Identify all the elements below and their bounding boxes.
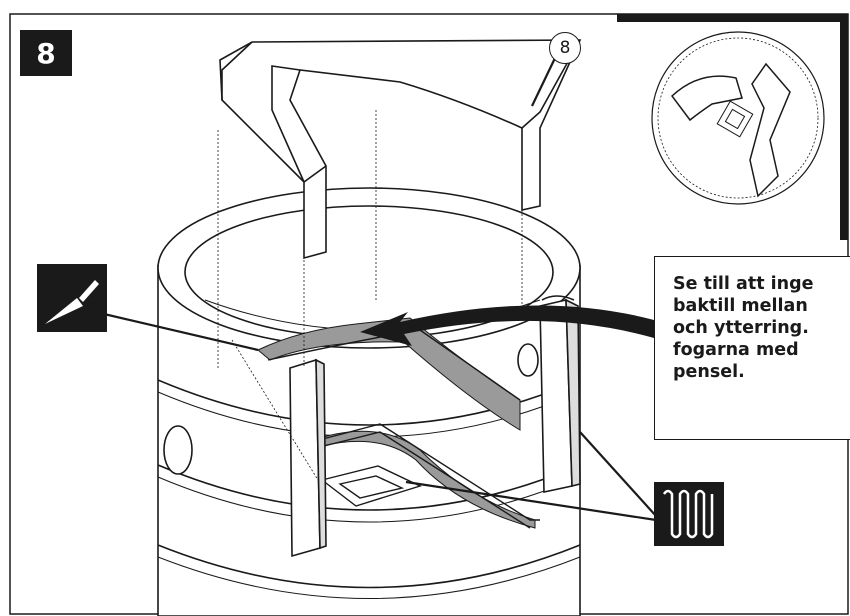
callout-arrow <box>360 305 654 346</box>
top-view-detail-icon <box>651 31 825 205</box>
trowel-icon <box>37 264 107 332</box>
callout-line-2: baktill mellan <box>673 296 808 316</box>
vertical-posts <box>289 295 581 558</box>
cap-piece <box>219 39 582 260</box>
step-number-badge: 8 <box>20 30 72 76</box>
joint-fill-icon <box>654 482 724 546</box>
top-ring <box>157 187 581 349</box>
callout-line-3: och ytterring. <box>673 318 809 338</box>
callout-line-1: Se till att inge <box>673 274 814 294</box>
callout-line-4: fogarna med <box>673 340 799 360</box>
part-number-label: 8 <box>549 32 581 64</box>
instruction-callout: Se till att inge baktill mellan och ytte… <box>654 256 850 440</box>
leader-lines <box>103 55 657 522</box>
projection-lines <box>217 110 523 481</box>
callout-line-5: pensel. <box>673 362 745 382</box>
mortar-joint-bottom <box>319 430 536 529</box>
